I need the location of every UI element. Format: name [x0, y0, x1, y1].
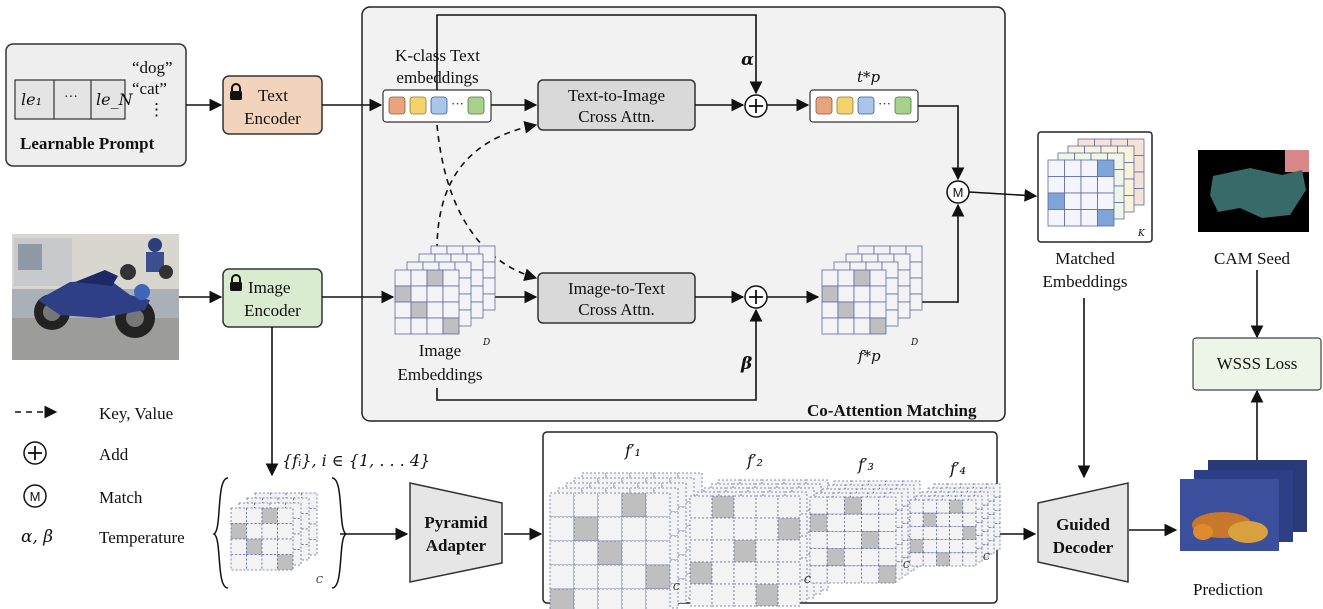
prompt-token-last: le_N [96, 90, 133, 109]
pyramid-adapter-shape [409, 482, 503, 583]
tp-label: t*p [857, 68, 881, 86]
beta-label: β [741, 354, 753, 374]
embedding-grid [809, 496, 897, 584]
image-to-text-box [537, 272, 696, 324]
guided-decoder-line1: Guided [1056, 515, 1110, 534]
embedding-grid [549, 492, 671, 609]
features-set-label: {fᵢ}, i ∈ {1, . . . 4} [282, 451, 431, 470]
i2t-line2: Cross Attn. [578, 300, 655, 319]
embedding-grid [230, 507, 294, 571]
cam-seed-image [1198, 150, 1309, 232]
t2i-line2: Cross Attn. [578, 107, 655, 126]
wsss-loss-box [1192, 337, 1322, 391]
prediction-images [1180, 460, 1307, 551]
svg-text:···: ··· [878, 96, 891, 111]
add-icon [23, 441, 47, 465]
add-icon [744, 94, 768, 118]
text-encoder-line1: Text [258, 86, 288, 105]
image-embeddings-line1: Image [418, 341, 462, 360]
embedding-grid [394, 269, 460, 335]
prompt-token-first: le₁ [21, 90, 42, 109]
image-encoder-line1: Image [248, 278, 291, 297]
input-image [12, 234, 179, 360]
legend-match-text: Match [99, 488, 143, 507]
dim-c-label-f4: C [983, 553, 990, 563]
matched-k-label: K [1138, 229, 1145, 239]
dim-c-label-f3: C [903, 561, 910, 571]
svg-text:M: M [30, 489, 41, 504]
guided-decoder-line2: Decoder [1052, 538, 1114, 557]
matched-embeddings-line2: Embeddings [1042, 272, 1128, 291]
prompt-class-more: ⋮ [148, 100, 165, 119]
text-encoder-line2: Encoder [244, 109, 301, 128]
legend-temperature-symbol: α, β [21, 527, 54, 547]
f2-label: f′₂ [747, 451, 763, 470]
wsss-loss-label: WSSS Loss [1216, 354, 1298, 373]
prompt-class-dog: “dog” [132, 58, 173, 77]
embedding-grid [689, 495, 801, 607]
prompt-class-cat: “cat” [132, 79, 167, 98]
co-attention-title: Co-Attention Matching [807, 401, 977, 420]
lock-icon [230, 274, 242, 291]
embedding-grid [909, 499, 977, 567]
match-icon: M [23, 484, 47, 508]
dim-c-label-f2: C [804, 576, 811, 586]
kclass-label-line1: K-class Text [395, 46, 480, 65]
image-encoder-line2: Encoder [244, 301, 301, 320]
kclass-label-line2: embeddings [396, 68, 479, 87]
svg-text:M: M [953, 185, 964, 200]
svg-text:···: ··· [451, 96, 464, 111]
fp-label: f*p [858, 347, 881, 365]
image-embeddings-line2: Embeddings [397, 365, 483, 384]
matched-embeddings-line1: Matched [1055, 249, 1115, 268]
f4-label: f′₄ [950, 459, 966, 478]
alpha-label: α [741, 50, 755, 70]
dim-c-label-f1: C [673, 583, 680, 593]
f3-label: f′₃ [858, 455, 874, 474]
f1-label: f′₁ [625, 441, 641, 460]
pyramid-adapter-line1: Pyramid [424, 513, 488, 532]
pyramid-adapter-line2: Adapter [425, 536, 487, 555]
embedding-grid [821, 269, 887, 335]
dim-d-label-image: D [483, 338, 491, 348]
guided-decoder-shape [1037, 482, 1129, 583]
t2i-line1: Text-to-Image [568, 86, 665, 105]
prediction-label: Prediction [1193, 580, 1263, 599]
lock-icon [230, 83, 242, 100]
embedding-grid [1047, 159, 1115, 227]
feature-braces [212, 477, 348, 589]
learnable-prompt-label: Learnable Prompt [20, 134, 155, 153]
legend-key-value-text: Key, Value [99, 404, 174, 423]
cam-seed-label: CAM Seed [1214, 249, 1291, 268]
prompt-token-strip [14, 79, 126, 120]
prompt-token-middle: ··· [64, 90, 78, 105]
dim-c-label-features: C [316, 576, 323, 586]
legend-temperature-text: Temperature [99, 528, 185, 547]
dim-d-label-fp: D [911, 338, 919, 348]
i2t-line1: Image-to-Text [568, 279, 665, 298]
legend-add-text: Add [99, 445, 129, 464]
